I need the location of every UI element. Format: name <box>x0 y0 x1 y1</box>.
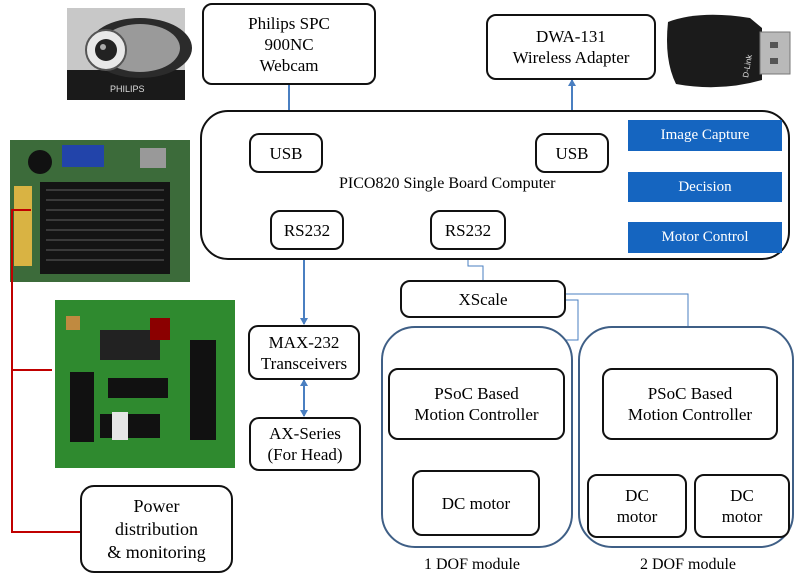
flow-motor-control: Motor Control <box>628 222 782 253</box>
flow-image-capture: Image Capture <box>628 120 782 151</box>
dc-motor-a-box: DC motor <box>587 474 687 538</box>
usb-left-box: USB <box>249 133 323 173</box>
rs232-right-box: RS232 <box>430 210 506 250</box>
xscale-box: XScale <box>400 280 566 318</box>
usb-right-box: USB <box>535 133 609 173</box>
psoc-left-box: PSoC Based Motion Controller <box>388 368 565 440</box>
adapter-logo: D-Link <box>741 53 754 78</box>
single-board-computer-photo <box>10 140 190 282</box>
dc-motor-b-box: DC motor <box>694 474 790 538</box>
motion-controller-board-photo <box>55 300 235 468</box>
flow-decision: Decision <box>628 172 782 202</box>
wireless-adapter-photo: D-Link <box>660 8 792 94</box>
webcam-logo: PHILIPS <box>110 84 145 94</box>
two-dof-label: 2 DOF module <box>640 556 736 573</box>
rs232-left-box: RS232 <box>270 210 344 250</box>
webcam-photo: PHILIPS <box>67 8 192 100</box>
one-dof-label: 1 DOF module <box>424 556 520 573</box>
power-distribution-lines <box>11 209 80 533</box>
webcam-box: Philips SPC 900NC Webcam <box>202 3 376 85</box>
max232-box: MAX-232 Transceivers <box>248 325 360 380</box>
power-distribution-box: Power distribution & monitoring <box>80 485 233 573</box>
wireless-adapter-box: DWA-131 Wireless Adapter <box>486 14 656 80</box>
ax-series-box: AX-Series (For Head) <box>249 417 361 471</box>
psoc-right-box: PSoC Based Motion Controller <box>602 368 778 440</box>
dc-motor-box: DC motor <box>412 470 540 536</box>
computer-label: PICO820 Single Board Computer <box>339 175 556 192</box>
